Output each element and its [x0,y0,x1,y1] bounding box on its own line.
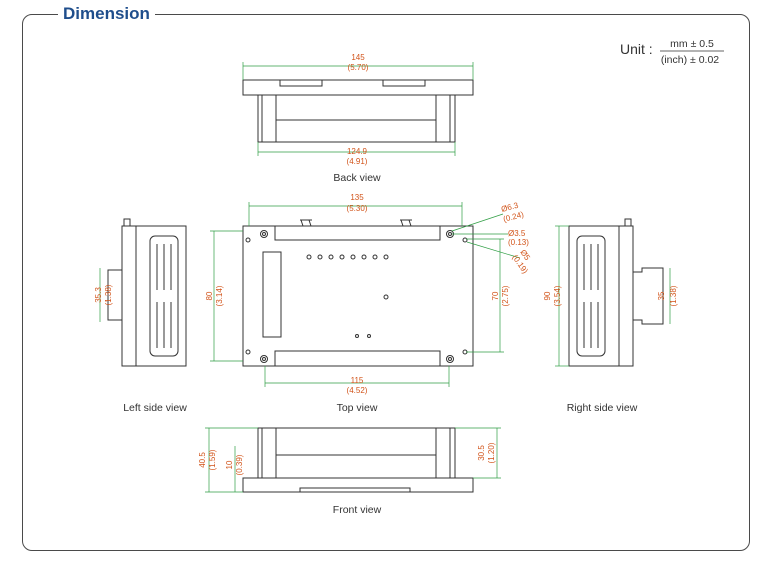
right-tab [624,218,632,227]
right-vent-panel [576,235,606,357]
mount-hole-bl-inner [262,357,266,361]
front-body-inch: (1.20) [487,442,496,463]
mount-hole-br-inner [448,357,452,361]
right-side-view: 90 (3.54) 35 (1.38) Right side view [543,218,678,414]
right-view-label: Right side view [567,402,638,414]
top-bottom-inch: (4.52) [347,386,368,395]
top-tab-left [300,219,312,227]
left-tab [123,218,131,227]
top-strip-upper [274,225,441,241]
top-inner-mm: 70 [491,291,500,300]
left-side-view: 35.3 (1.38) Left side view [94,218,187,414]
right-din-clip [633,267,664,325]
back-view-label: Back view [333,172,381,184]
right-flange [618,225,634,367]
front-body [257,427,456,479]
front-flange [242,477,474,493]
front-view-label: Front view [333,504,382,516]
edge-hole-tl [245,237,251,243]
edge-hole-bl [245,349,251,355]
top-view: 135 (5.30) 80 (3.14) 70 (2.75) 115 (4.52… [205,193,532,414]
top-body [242,225,474,367]
left-view-label: Left side view [123,402,187,414]
hole-c-leader [466,241,521,259]
top-view-label: Top view [337,402,378,414]
hole-b-inch: (0.13) [508,238,529,247]
unit-metric: mm ± 0.5 [670,38,714,50]
left-flange [121,225,137,367]
back-width-mm: 145 [351,53,365,62]
mount-hole-tr-inner [448,232,452,236]
top-width-mm: 135 [350,193,364,202]
back-side-right [435,94,451,143]
top-height-mm: 80 [205,291,214,300]
page-title: Dimension [58,4,155,24]
top-strip-lower [274,350,441,367]
right-clip-mm: 35 [657,291,666,300]
back-body [257,94,456,143]
drawing-frame [22,14,750,551]
mount-hole-tl [260,230,268,238]
top-height-inch: (3.14) [215,285,224,306]
back-inner-inch: (4.91) [347,157,368,166]
right-height-mm: 90 [543,291,552,300]
left-clip-mm: 35.3 [94,287,103,303]
right-height-inch: (3.54) [553,285,562,306]
unit-legend: Unit : mm ± 0.5 (inch) ± 0.02 [620,38,724,66]
back-view: 145 (5.70) 124.9 (4.91) Back view [242,53,474,184]
hole-b-mm: Ø3.5 [508,229,526,238]
screw-hole-1 [355,334,359,338]
mount-hole-br [446,355,454,363]
front-foot-inch: (0.39) [235,454,244,475]
mount-hole-tl-inner [262,232,266,236]
back-clip-left [279,79,323,87]
unit-imperial: (inch) ± 0.02 [661,54,719,66]
left-din-clip [107,269,122,321]
back-flange [242,79,474,96]
led-row [306,254,389,260]
front-foot [299,487,411,493]
front-view: 40.5 (1.59) 10 (0.39) 30.5 (1.20) Front … [198,427,501,516]
front-foot-mm: 10 [225,460,234,469]
right-clip-inch: (1.38) [669,285,678,306]
left-vent-panel [149,235,179,357]
top-connector [262,251,282,338]
unit-prefix: Unit : [620,41,653,57]
front-height-mm: 40.5 [198,452,207,468]
top-width-inch: (5.30) [347,204,368,213]
left-clip-inch: (1.38) [104,284,113,305]
front-body-mm: 30.5 [477,445,486,461]
back-width-inch: (5.70) [348,63,369,72]
front-height-inch: (1.59) [208,449,217,470]
edge-hole-tr [462,237,468,243]
reset-hole [383,294,389,300]
back-inner-mm: 124.9 [347,147,368,156]
top-tab-right [400,219,412,227]
back-clip-right [382,79,426,87]
top-inner-inch: (2.75) [501,285,510,306]
top-bottom-mm: 115 [351,376,364,385]
back-side-left [261,94,277,143]
hole-a-leader [451,213,504,232]
screw-hole-2 [367,334,371,338]
hole-a-mm: Ø6.3 [500,201,520,214]
mount-hole-bl [260,355,268,363]
